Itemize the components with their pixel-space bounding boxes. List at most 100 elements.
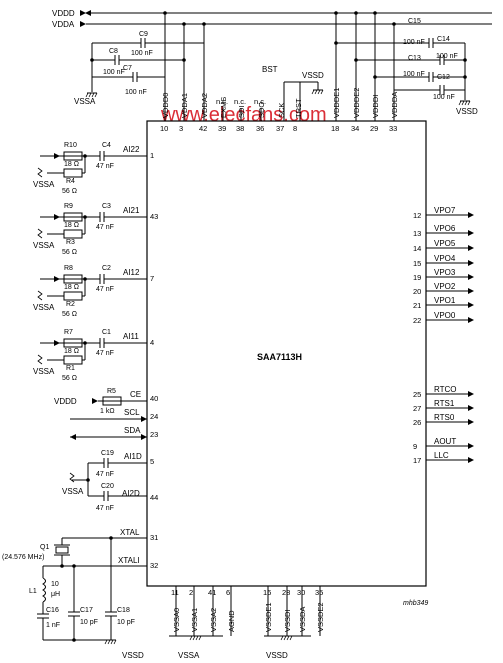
r5-value: 1 kΩ — [100, 408, 115, 415]
bottom-pin-label: VSSDA — [298, 607, 307, 632]
output-line: 14 VPO5 — [413, 239, 474, 253]
r-series-value: 18 Ω — [64, 348, 79, 355]
input-pin-number: 43 — [150, 212, 158, 221]
vssd-bst-label: VSSD — [302, 71, 324, 80]
cap-label: C2 — [102, 265, 111, 272]
cap-value: 47 nF — [96, 350, 114, 357]
top-pin-number: 29 — [370, 124, 378, 133]
r-series-label: R10 — [64, 142, 77, 149]
top-pin-label: VDDDA — [390, 92, 399, 118]
ai1d-label: AI1D — [124, 452, 142, 461]
c15-value: 100 nF — [403, 39, 425, 46]
bottom-pin-label: VSSDI — [283, 609, 292, 632]
vddd-arrow — [80, 10, 86, 16]
bottom-pin-label: VSSDE1 — [264, 602, 273, 632]
sda-pin: 23 — [150, 430, 158, 439]
cap-value: 47 nF — [96, 224, 114, 231]
vssa-input-label: VSSA — [33, 241, 55, 250]
output-pin-number: 19 — [413, 273, 421, 282]
xtali-label: XTALI — [118, 556, 140, 565]
top-pin-number: 34 — [351, 124, 359, 133]
c19-value: 47 nF — [96, 471, 114, 478]
c19-label: C19 — [101, 450, 114, 457]
top-pin-number: 36 — [256, 124, 264, 133]
top-pin-number: 42 — [199, 124, 207, 133]
top-pin-label: VDDD0 — [161, 93, 170, 118]
bottom-pin-label: VSSA2 — [209, 608, 218, 632]
c8-label: C8 — [109, 48, 118, 55]
cap-label: C1 — [102, 329, 111, 336]
bottom-pin-number: 35 — [315, 588, 323, 597]
figure-id: mhb349 — [403, 600, 428, 607]
output-line: 19 VPO3 — [413, 268, 474, 282]
r-series-label: R9 — [64, 203, 73, 210]
c16-label: C16 — [46, 607, 59, 614]
output-pin-number: 14 — [413, 244, 421, 253]
output-label: VPO5 — [434, 239, 456, 248]
top-pin-number: 39 — [218, 124, 226, 133]
top-pin-number: 18 — [331, 124, 339, 133]
bottom-pin-number: 11 — [171, 588, 179, 597]
c18-label: C18 — [117, 607, 130, 614]
vssa-input-label: VSSA — [33, 303, 55, 312]
c13-label: C13 — [408, 55, 421, 62]
control-wiring — [70, 396, 147, 440]
output-pin-number: 27 — [413, 404, 421, 413]
cap-label: C4 — [102, 142, 111, 149]
output-label: LLC — [434, 451, 449, 460]
top-pin-legs — [164, 13, 395, 121]
bottom-pin-label: VSSA0 — [172, 608, 181, 632]
right-decoupling — [334, 11, 471, 106]
outputs: 12VPO713VPO614VPO515VPO419VPO320VPO221VP… — [413, 206, 474, 465]
q1-value: (24.576 MHz) — [2, 554, 44, 561]
r-series-label: R8 — [64, 265, 73, 272]
nc-label: n.c. — [254, 97, 266, 106]
scl-pin: 24 — [150, 412, 158, 421]
top-pin-label: VDDDI — [371, 95, 380, 118]
top-pin-label: VDDDE2 — [352, 88, 361, 118]
vssa-input-label: VSSA — [33, 180, 55, 189]
r-shunt-label: R3 — [66, 239, 75, 246]
r-shunt-label: R1 — [66, 365, 75, 372]
crystal-network — [37, 536, 147, 645]
ic-body — [146, 120, 427, 587]
c15-label: C15 — [408, 18, 421, 25]
input-signal-label: AI12 — [123, 268, 140, 277]
output-label: VPO3 — [434, 268, 456, 277]
c20-value: 47 nF — [96, 505, 114, 512]
top-pin-number: 8 — [293, 124, 297, 133]
nc-label: n.c. — [234, 97, 246, 106]
ai2d-label: AI2D — [122, 489, 140, 498]
c16-value: 1 nF — [46, 622, 60, 629]
top-pin-label: SDO — [257, 102, 266, 118]
c20-label: C20 — [101, 483, 114, 490]
l1-value-1: 10 — [51, 581, 59, 588]
top-pin-label: SCK — [277, 103, 286, 118]
vdda-arrow — [80, 21, 86, 27]
c14-label: C14 — [437, 36, 450, 43]
input-pin-number: 7 — [150, 274, 154, 283]
output-label: AOUT — [434, 437, 456, 446]
input-signal-label: AI21 — [123, 206, 140, 215]
left-decoupling — [85, 11, 206, 98]
vssd-top-right-label: VSSD — [456, 107, 478, 116]
output-label: RTS1 — [434, 399, 455, 408]
top-pin-label: VDDDE1 — [332, 88, 341, 118]
output-label: RTCO — [434, 385, 457, 394]
cap-value: 47 nF — [96, 286, 114, 293]
bottom-ground-bus — [169, 635, 311, 641]
l1-label: L1 — [29, 588, 37, 595]
vssa-aid-label: VSSA — [62, 487, 84, 496]
vssa-top-label: VSSA — [74, 97, 96, 106]
